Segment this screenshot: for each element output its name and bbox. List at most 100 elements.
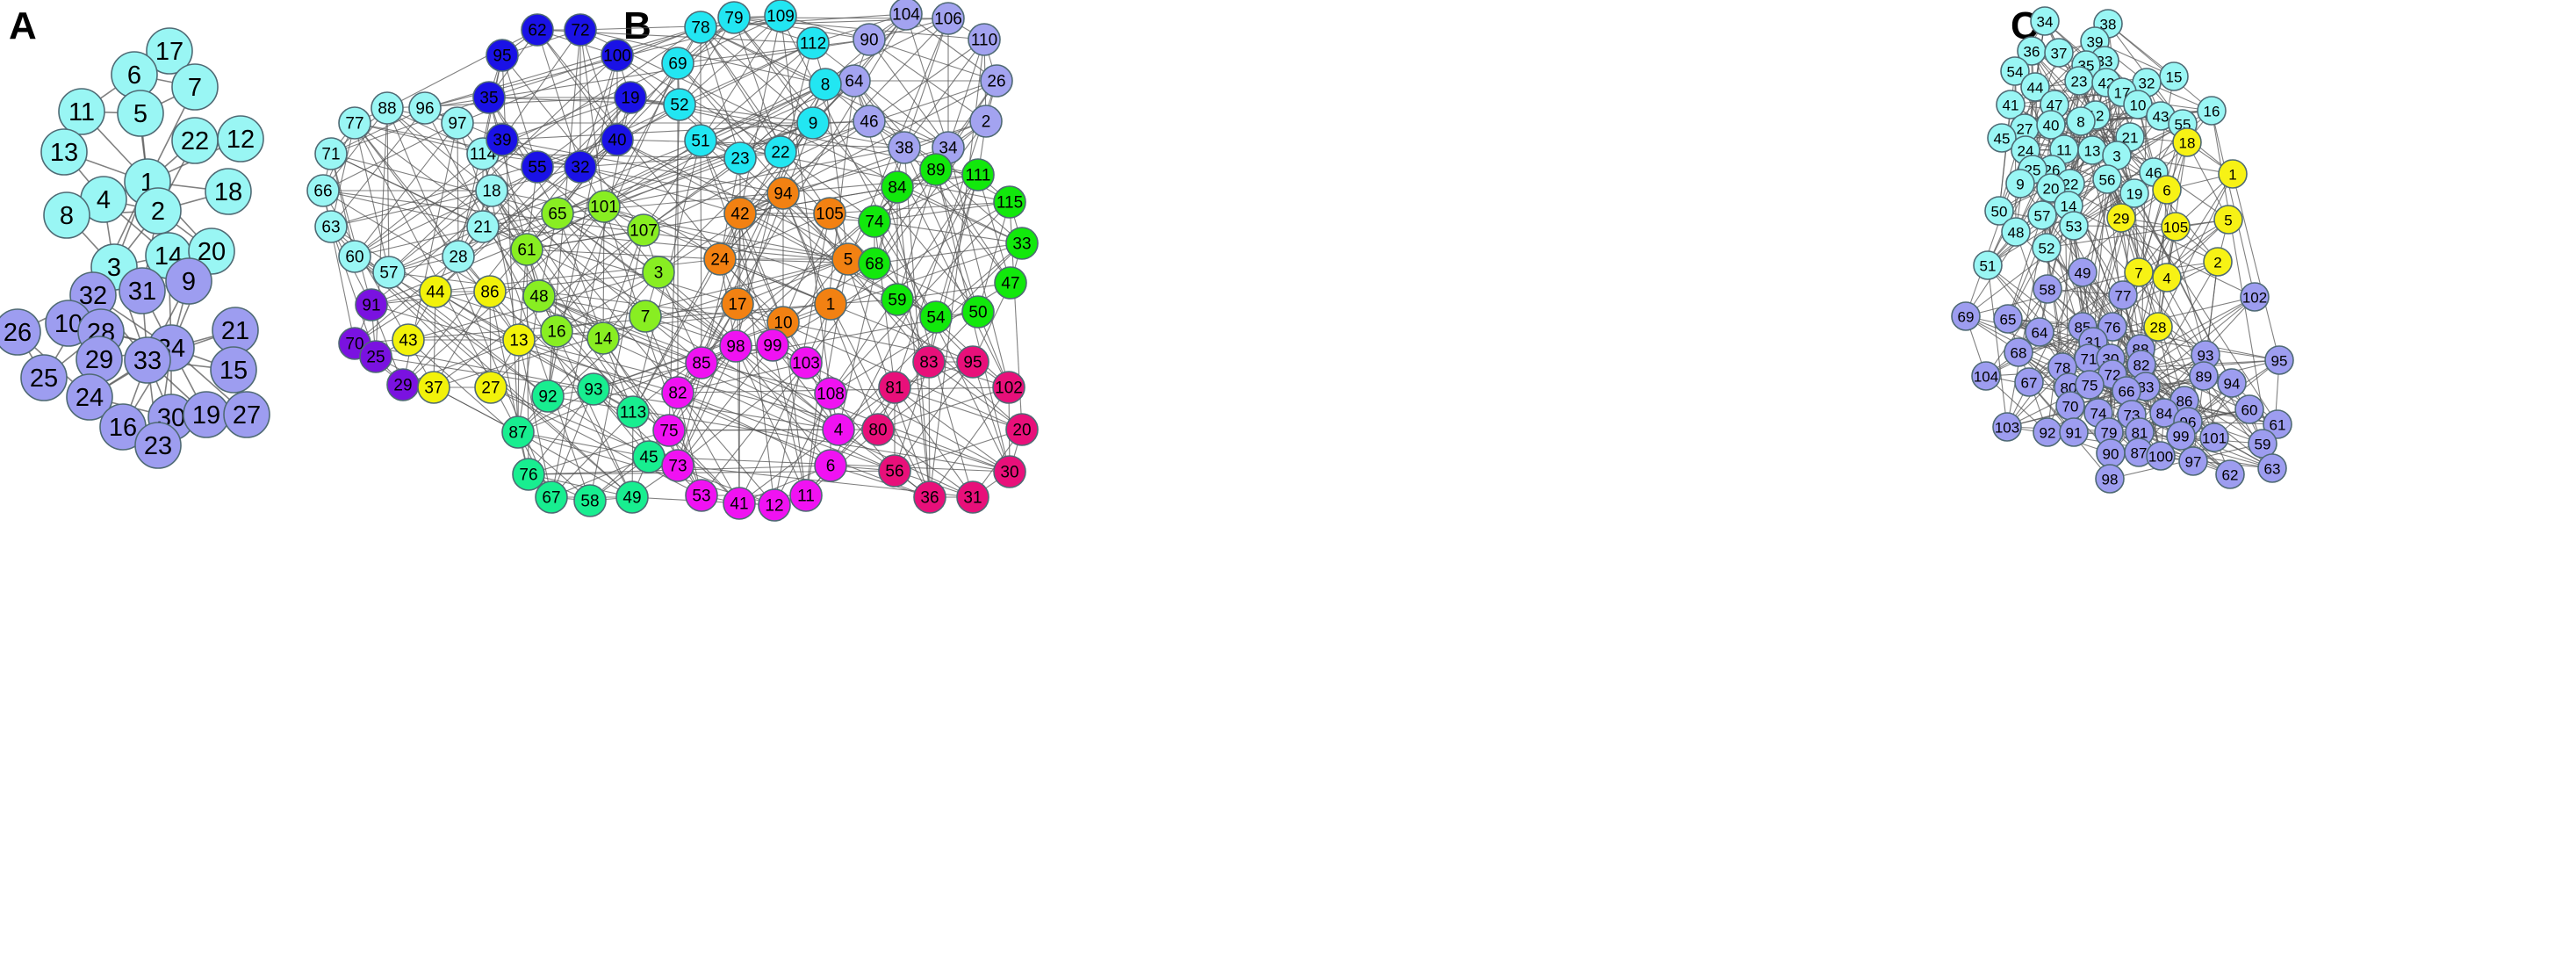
edge-33-4: [838, 242, 1023, 430]
edge-109-51: [700, 15, 781, 141]
node-label: 81: [885, 379, 903, 398]
edge-74-33: [874, 220, 1023, 244]
edge-52-35: [488, 97, 680, 105]
node-label: 57: [379, 264, 398, 283]
edge-9-78: [700, 26, 814, 124]
node-b-99: 99: [756, 329, 789, 362]
node-label: 65: [548, 206, 566, 224]
node-c-58: 58: [2033, 274, 2062, 304]
edge-80-13: [518, 339, 879, 430]
edge-3-85: [658, 271, 702, 364]
node-circle: [1984, 196, 2014, 226]
node-circle: [2119, 178, 2149, 208]
node-circle: [814, 287, 847, 321]
edge-63-77: [330, 122, 356, 228]
node-label: 6: [2162, 183, 2170, 199]
node-label: 1: [826, 296, 836, 314]
node-circle: [2166, 421, 2196, 451]
node-circle: [601, 123, 634, 156]
node-label: 8: [821, 76, 831, 95]
node-b-25: 25: [359, 340, 392, 373]
edge-59-89: [896, 169, 937, 300]
edge-23-114: [482, 153, 741, 159]
node-label: 93: [2198, 348, 2214, 365]
node-label: 76: [519, 466, 537, 485]
node-label: 19: [192, 401, 220, 430]
node-label: 16: [547, 323, 565, 342]
edge-90-79: [733, 17, 870, 40]
node-a-17: 17: [146, 27, 193, 75]
edge-61-24: [526, 249, 721, 260]
node-circle: [2178, 446, 2208, 476]
node-label: 33: [133, 347, 162, 375]
edge-50-115: [977, 201, 1011, 313]
node-label: 7: [2134, 265, 2142, 282]
node-circle: [223, 391, 270, 438]
node-label: 45: [1994, 131, 2011, 148]
node-label: 101: [590, 199, 618, 217]
node-circle: [723, 197, 757, 230]
node-label: 4: [834, 422, 844, 440]
node-label: 83: [2138, 379, 2155, 396]
node-circle: [314, 137, 348, 170]
node-label: 75: [659, 423, 678, 441]
node-circle: [814, 377, 847, 410]
node-label: 21: [473, 219, 492, 237]
node-label: 7: [641, 308, 651, 327]
node-b-63: 63: [314, 210, 348, 243]
node-label: 87: [508, 424, 527, 443]
node-c-54: 54: [2000, 56, 2030, 86]
node-circle: [719, 329, 752, 363]
node-label: 23: [144, 432, 172, 460]
edge-53-92: [2047, 225, 2075, 433]
edge-76-93: [528, 388, 594, 475]
node-c-15: 15: [2159, 61, 2189, 91]
node-b-29: 29: [386, 368, 420, 401]
node-circle: [627, 213, 660, 247]
node-b-45: 45: [632, 440, 666, 473]
node-c-69: 69: [1951, 301, 1981, 331]
edge-56-14: [602, 337, 896, 472]
node-circle: [306, 174, 340, 207]
node-c-53: 53: [2059, 211, 2089, 241]
node-b-95: 95: [486, 39, 519, 72]
edge-66-88: [322, 107, 388, 191]
node-circle: [721, 287, 754, 321]
edge-99-51: [700, 140, 774, 346]
node-label: 72: [571, 22, 589, 40]
node-label: 70: [2062, 399, 2079, 415]
edge-33-72: [579, 29, 1023, 244]
edge-107-14: [602, 229, 644, 339]
edge-97-66: [322, 122, 458, 191]
edge-20-83: [928, 361, 1023, 430]
node-c-100: 100: [2146, 441, 2176, 471]
node-b-114: 114: [466, 137, 500, 170]
node-label: 9: [2016, 177, 2024, 193]
node-b-77: 77: [338, 106, 371, 140]
node-label: 113: [620, 404, 646, 423]
node-label: 78: [691, 19, 709, 38]
node-label: 32: [2139, 76, 2155, 92]
node-b-113: 113: [616, 395, 650, 429]
node-label: 106: [934, 11, 962, 29]
node-b-17: 17: [721, 287, 754, 321]
node-label: 34: [939, 140, 958, 158]
node-c-94: 94: [2217, 368, 2247, 398]
edge-83-56: [894, 361, 930, 472]
node-circle: [1992, 412, 2022, 442]
node-b-68: 68: [858, 247, 891, 280]
node-c-101: 101: [2199, 423, 2229, 452]
edge-57-10: [388, 271, 784, 323]
node-circle: [586, 321, 620, 355]
node-label: 37: [2051, 46, 2068, 62]
node-label: 46: [2146, 165, 2162, 182]
node-label: 80: [868, 422, 887, 440]
node-c-36: 36: [2017, 36, 2047, 66]
node-c-5: 5: [2213, 205, 2243, 235]
node-label: 21: [221, 317, 249, 345]
node-c-66: 66: [2112, 376, 2141, 406]
node-label: 61: [2270, 417, 2286, 434]
node-label: 91: [2066, 425, 2083, 442]
node-circle: [2197, 96, 2227, 126]
